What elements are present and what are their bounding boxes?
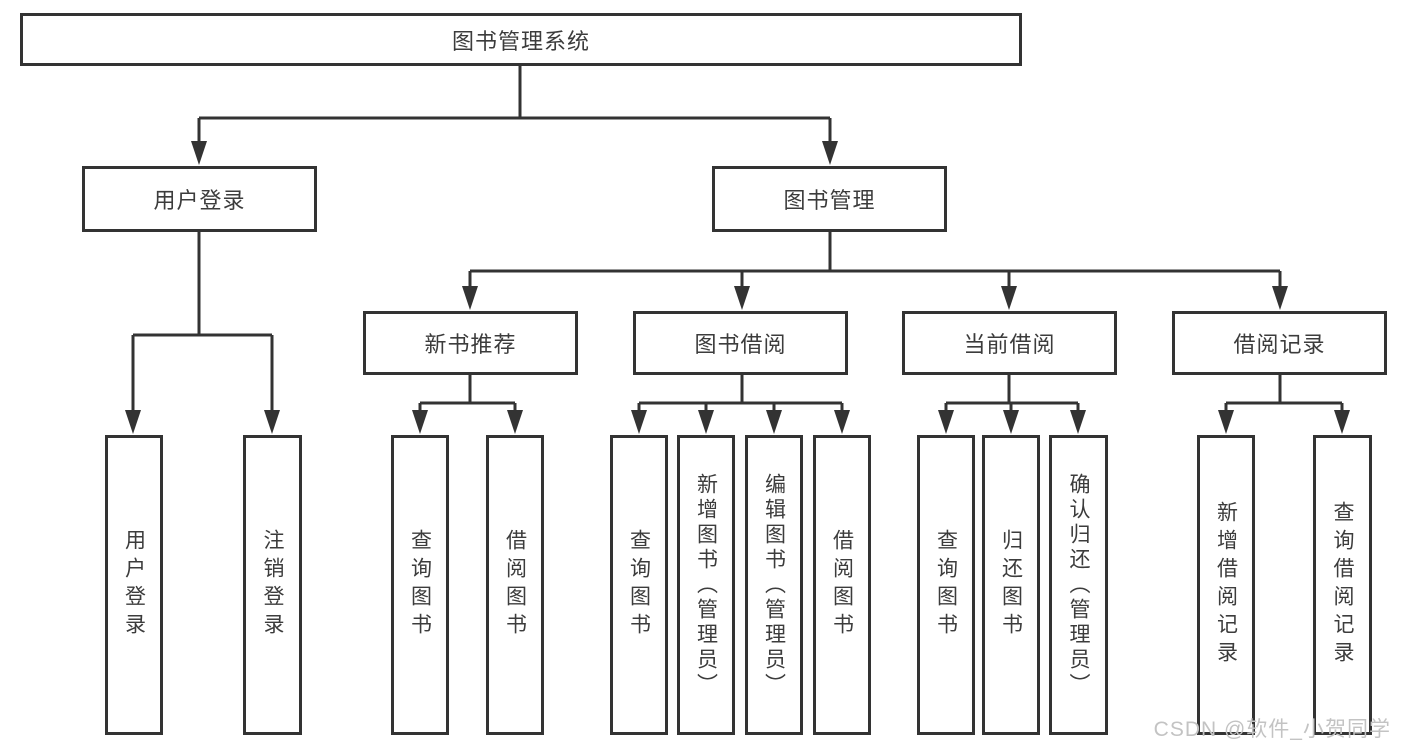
leaf-return-book: 归还图书: [982, 435, 1040, 735]
connector-user-login: [131, 232, 274, 411]
arrowhead-icon: [191, 141, 207, 165]
connector-book-management: [468, 232, 1282, 288]
leaf-query-books-recommend: 查询图书: [391, 435, 449, 735]
arrowhead-icon: [125, 410, 141, 434]
arrowhead-icon: [1003, 410, 1019, 434]
leaf-query-borrow-record: 查询借阅记录: [1313, 435, 1372, 735]
node-root: 图书管理系统: [20, 13, 1022, 66]
leaf-query-books-borrow: 查询图书: [610, 435, 668, 735]
connector-borrow-records: [1224, 375, 1344, 411]
leaf-label: 新增借阅记录: [1214, 501, 1238, 669]
arrowhead-icon: [734, 286, 750, 310]
leaf-query-books-current: 查询图书: [917, 435, 975, 735]
leaf-logout: 注销登录: [243, 435, 302, 735]
node-current-borrow-label: 当前借阅: [963, 332, 1056, 357]
connector-root: [197, 66, 832, 143]
node-root-label: 图书管理系统: [451, 28, 590, 54]
leaf-label: 编辑图书（管理员）: [762, 472, 786, 698]
arrowhead-icon: [698, 410, 714, 434]
arrowhead-icon: [507, 410, 523, 434]
arrowhead-icon: [264, 410, 280, 434]
leaf-label: 新增图书（管理员）: [694, 472, 718, 698]
leaf-label: 借阅图书: [503, 529, 527, 641]
node-book-borrow-label: 图书借阅: [694, 332, 787, 357]
leaf-add-book-admin: 新增图书（管理员）: [677, 435, 735, 735]
leaf-label: 查询图书: [408, 529, 432, 641]
node-book-management: 图书管理: [712, 166, 947, 232]
node-user-login-label: 用户登录: [153, 188, 246, 213]
node-book-management-label: 图书管理: [783, 188, 876, 213]
node-user-login: 用户登录: [82, 166, 317, 232]
node-borrow-records-label: 借阅记录: [1233, 332, 1326, 357]
arrowhead-icon: [1218, 410, 1234, 434]
arrowhead-icon: [766, 410, 782, 434]
node-book-borrow: 图书借阅: [633, 311, 848, 375]
leaf-user-login: 用户登录: [105, 435, 163, 735]
leaf-confirm-return-admin: 确认归还（管理员）: [1049, 435, 1108, 735]
leaf-label: 查询借阅记录: [1331, 501, 1354, 669]
leaf-label: 注销登录: [261, 529, 284, 641]
arrowhead-icon: [834, 410, 850, 434]
node-current-borrow: 当前借阅: [902, 311, 1117, 375]
arrowhead-icon: [1070, 410, 1086, 434]
leaf-label: 借阅图书: [830, 529, 854, 641]
arrowhead-icon: [462, 286, 478, 310]
leaf-label: 确认归还（管理员）: [1067, 472, 1090, 698]
connector-new-book-recommend: [418, 375, 517, 411]
arrowhead-icon: [938, 410, 954, 434]
leaf-add-borrow-record: 新增借阅记录: [1197, 435, 1255, 735]
arrowhead-icon: [631, 410, 647, 434]
connector-current-borrow: [944, 375, 1080, 411]
leaf-label: 查询图书: [934, 529, 958, 641]
node-new-book-recommend: 新书推荐: [363, 311, 578, 375]
arrowhead-icon: [822, 141, 838, 165]
node-new-book-recommend-label: 新书推荐: [424, 332, 517, 357]
arrowhead-icon: [412, 410, 428, 434]
leaf-edit-book-admin: 编辑图书（管理员）: [745, 435, 803, 735]
arrowhead-icon: [1334, 410, 1350, 434]
leaf-label: 查询图书: [627, 529, 651, 641]
leaf-label: 用户登录: [122, 529, 146, 641]
leaf-borrow-books-borrow: 借阅图书: [813, 435, 871, 735]
leaf-label: 归还图书: [999, 529, 1023, 641]
arrowhead-icon: [1001, 286, 1017, 310]
connector-book-borrow: [637, 375, 844, 411]
leaf-borrow-books-recommend: 借阅图书: [486, 435, 544, 735]
node-borrow-records: 借阅记录: [1172, 311, 1387, 375]
arrowhead-icon: [1272, 286, 1288, 310]
